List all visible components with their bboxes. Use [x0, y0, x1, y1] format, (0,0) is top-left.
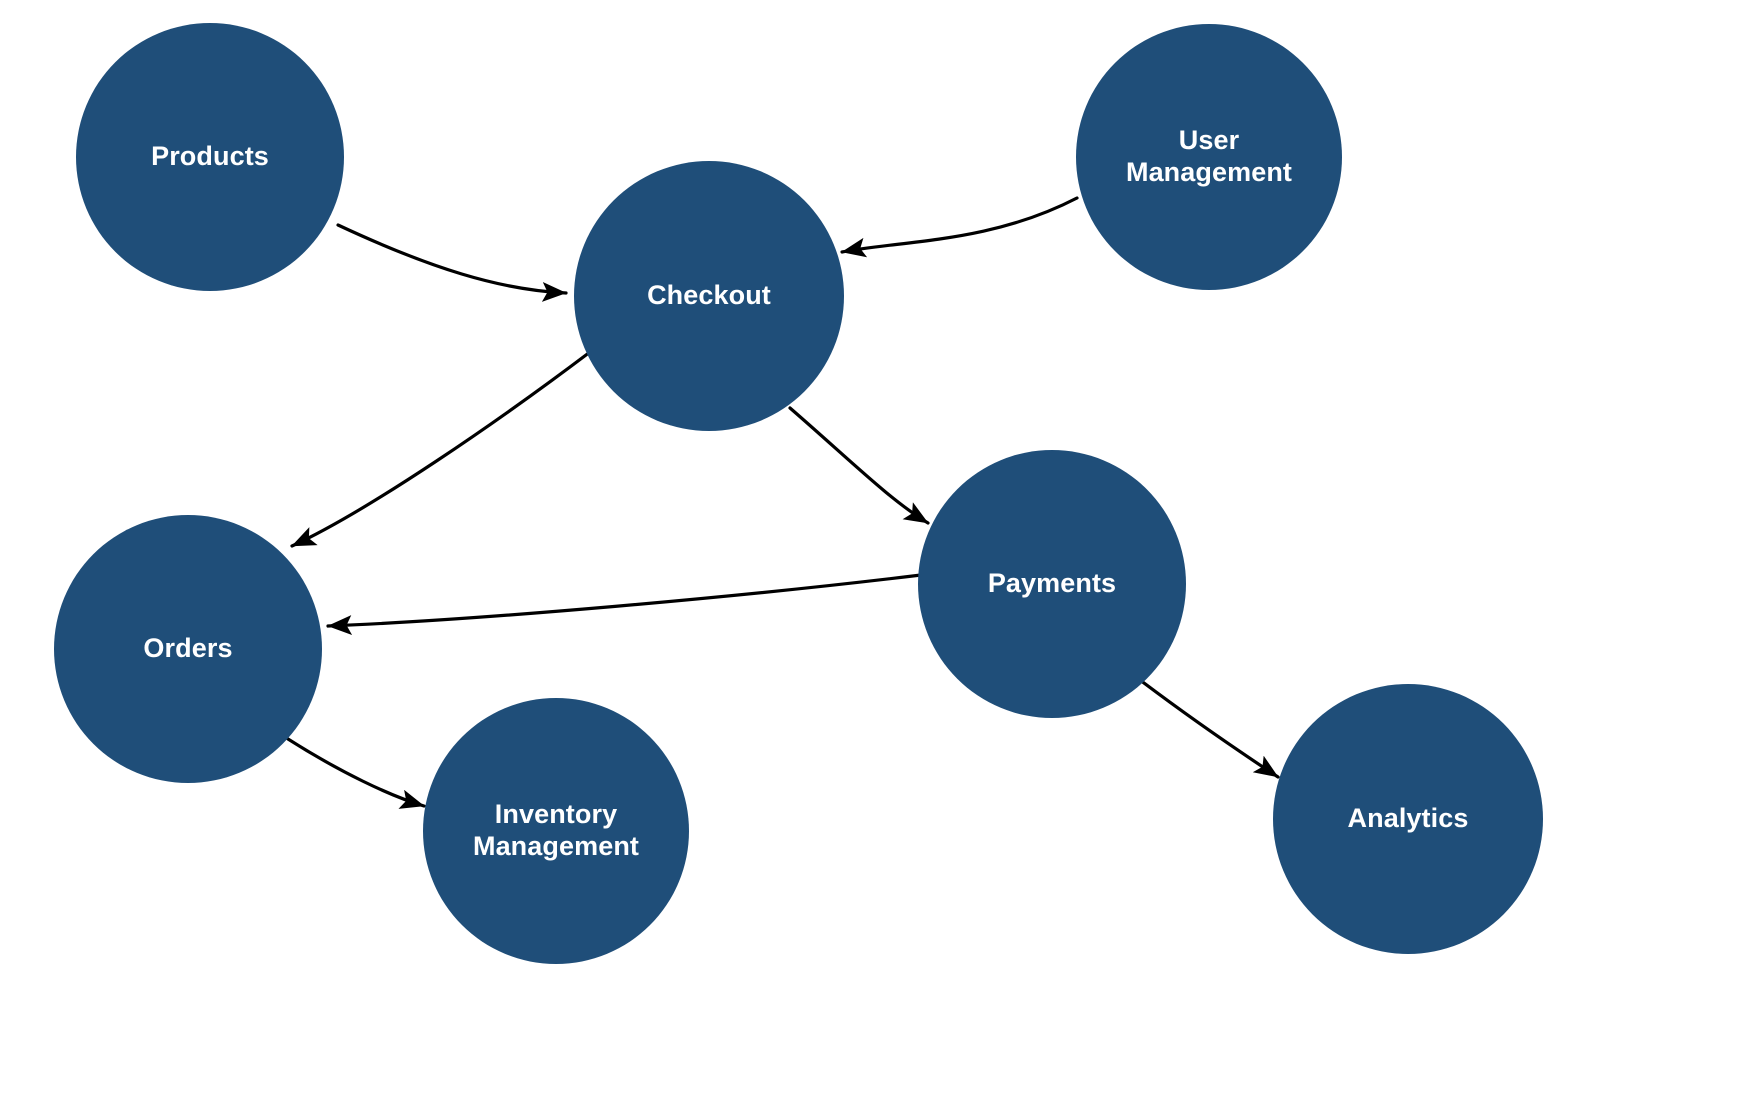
node-circle-user_mgmt[interactable]	[1076, 24, 1342, 290]
node-layer	[54, 23, 1543, 964]
node-circle-analytics[interactable]	[1273, 684, 1543, 954]
edge-products-to-checkout[interactable]	[336, 223, 568, 302]
node-circle-payments[interactable]	[918, 450, 1186, 718]
node-circle-products[interactable]	[76, 23, 344, 291]
edge-payments-to-orders[interactable]	[326, 573, 923, 635]
edge-layer	[286, 196, 1280, 809]
node-circle-checkout[interactable]	[574, 161, 844, 431]
edge-orders-to-inventory[interactable]	[286, 737, 426, 809]
edge-usermgmt-to-checkout[interactable]	[840, 196, 1079, 258]
node-circle-inventory[interactable]	[423, 698, 689, 964]
edge-checkout-to-payments[interactable]	[788, 406, 930, 525]
node-circle-orders[interactable]	[54, 515, 322, 783]
edge-payments-to-analytics[interactable]	[1134, 675, 1280, 779]
edge-checkout-to-orders[interactable]	[290, 350, 592, 548]
